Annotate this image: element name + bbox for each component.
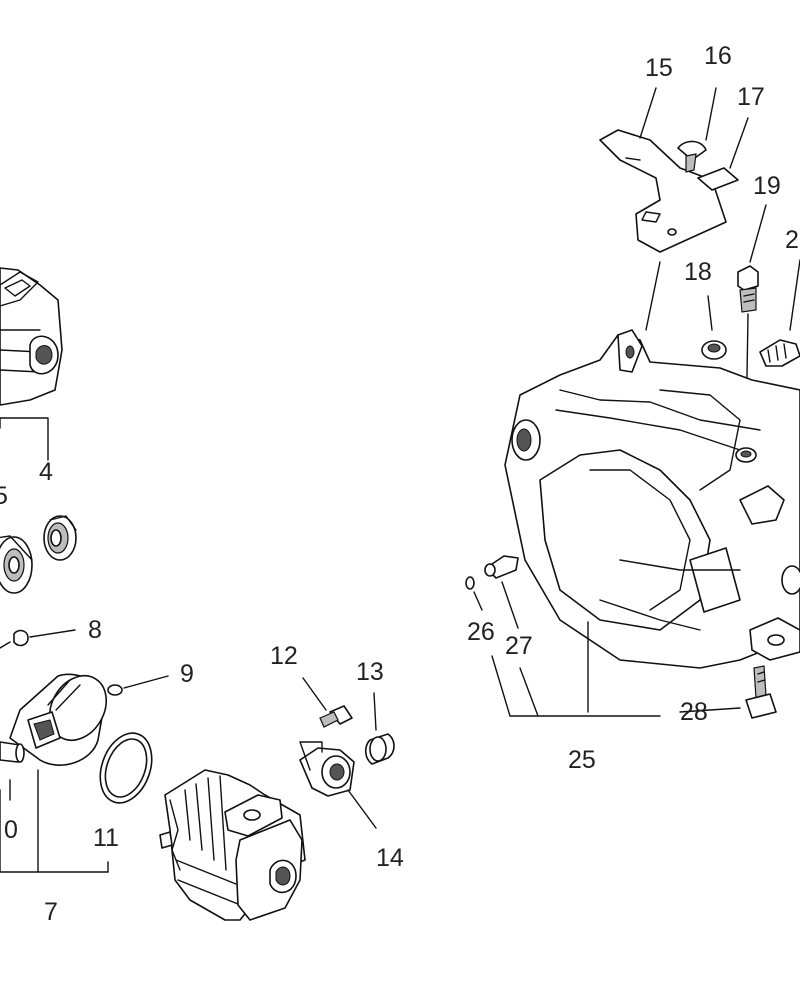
callout-9: 9 bbox=[180, 660, 194, 688]
callout-17: 17 bbox=[737, 83, 765, 111]
part-15-bracket bbox=[599, 87, 727, 331]
callout-18: 18 bbox=[684, 258, 712, 286]
callout-16: 16 bbox=[704, 42, 732, 70]
part-9-circlip bbox=[107, 675, 169, 696]
callout-15: 15 bbox=[645, 54, 673, 82]
part-28-bolt bbox=[745, 665, 777, 719]
callout-10: 0 bbox=[4, 816, 18, 844]
callout-19: 19 bbox=[753, 172, 781, 200]
callout-27: 27 bbox=[505, 632, 533, 660]
callout-8: 8 bbox=[88, 616, 102, 644]
callout-12: 12 bbox=[270, 642, 298, 670]
leader-4-5 bbox=[0, 417, 49, 461]
callout-labels: 15 16 17 19 2 18 4 5 8 9 12 13 26 27 28 … bbox=[0, 42, 799, 926]
part-13-bushing bbox=[364, 692, 395, 765]
callout-28: 28 bbox=[680, 698, 708, 726]
callout-4: 4 bbox=[39, 458, 53, 486]
part-5-bearing bbox=[0, 535, 33, 594]
callout-13: 13 bbox=[356, 658, 384, 686]
part-18-grommet bbox=[701, 295, 727, 360]
callout-14: 14 bbox=[376, 844, 404, 872]
part-8-clip bbox=[0, 629, 76, 649]
leader-7 bbox=[0, 769, 109, 873]
part-2x-fitting bbox=[759, 259, 800, 367]
part-11-ring bbox=[99, 732, 153, 804]
callout-2x: 2 bbox=[785, 226, 799, 254]
cylinder-top-left bbox=[0, 267, 63, 406]
callout-25: 25 bbox=[568, 746, 596, 774]
callout-26: 26 bbox=[467, 618, 495, 646]
part-26-oring bbox=[465, 576, 483, 611]
part-7-piston bbox=[9, 673, 108, 766]
callout-7: 7 bbox=[44, 898, 58, 926]
part-19-bolt bbox=[737, 204, 767, 441]
cylinder-bottom bbox=[159, 769, 306, 921]
part-17-pad bbox=[697, 117, 749, 191]
leader-25 bbox=[491, 655, 741, 717]
part-27-plug bbox=[484, 555, 519, 629]
part-14-flange bbox=[299, 741, 377, 829]
part-12-screw bbox=[302, 677, 353, 728]
part-25-crankcase bbox=[504, 329, 800, 713]
part-16-screw bbox=[677, 87, 717, 173]
callout-5: 5 bbox=[0, 482, 8, 510]
part-4-seal bbox=[43, 515, 77, 561]
callout-11: 11 bbox=[93, 824, 119, 852]
part-10-pin bbox=[0, 741, 25, 763]
